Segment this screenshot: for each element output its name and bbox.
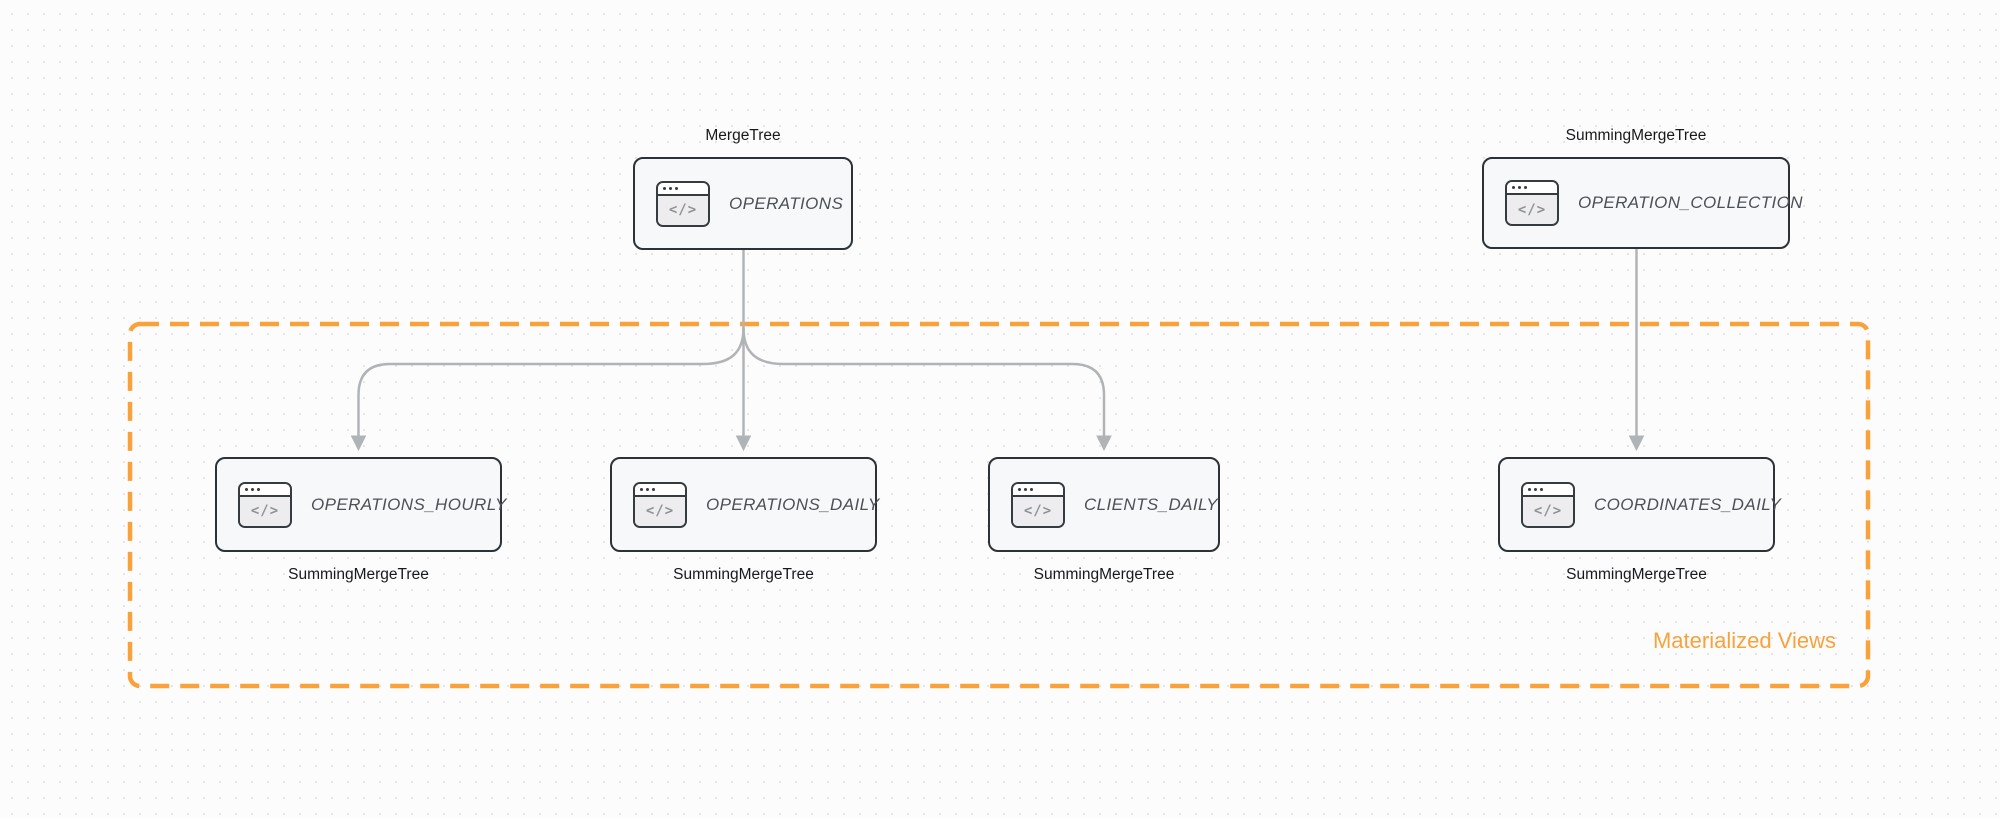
node-group-coordinates-daily: </> COORDINATES_DAILY SummingMergeTree — [1498, 457, 1781, 583]
window-dots-icon — [1013, 483, 1063, 497]
table-node-operations-hourly[interactable]: </> OPERATIONS_HOURLY — [215, 457, 506, 552]
edge-operations-to-operations-hourly — [357, 326, 745, 440]
arrowhead-coordinates-daily — [1628, 435, 1645, 452]
arrowhead-operations-daily — [735, 435, 752, 452]
code-glyph: </> — [1507, 195, 1557, 224]
code-glyph: </> — [240, 496, 290, 526]
window-dots-icon — [1523, 483, 1573, 497]
window-dots-icon — [1507, 182, 1557, 195]
table-name: COORDINATES_DAILY — [1594, 494, 1782, 514]
arrowhead-clients-daily — [1096, 435, 1112, 452]
node-group-operations-hourly: </> OPERATIONS_HOURLY SummingMergeTree — [215, 457, 506, 583]
code-glyph: </> — [635, 496, 685, 526]
engine-label: MergeTree — [705, 127, 781, 144]
engine-label: SummingMergeTree — [1033, 566, 1175, 583]
materialized-views-group-border — [127, 321, 1871, 689]
node-group-clients-daily: </> CLIENTS_DAILY SummingMergeTree — [988, 457, 1220, 583]
window-dots-icon — [635, 483, 685, 497]
window-dots-icon — [240, 483, 290, 497]
code-glyph: </> — [658, 195, 708, 225]
engine-label: SummingMergeTree — [1565, 127, 1707, 144]
node-group-operations-daily: </> OPERATIONS_DAILY SummingMergeTree — [610, 457, 880, 583]
table-node-operation-collection[interactable]: </> OPERATION_COLLECTION — [1482, 157, 1803, 249]
code-window-icon: </> — [238, 481, 292, 528]
table-name: OPERATION_COLLECTION — [1578, 193, 1803, 212]
code-window-icon: </> — [1011, 481, 1065, 528]
node-group-operations: MergeTree </> OPERATIONS — [633, 127, 853, 250]
table-node-operations-daily[interactable]: </> OPERATIONS_DAILY — [610, 457, 880, 552]
code-window-icon: </> — [656, 180, 710, 227]
table-name: OPERATIONS_HOURLY — [311, 494, 507, 514]
code-glyph: </> — [1013, 496, 1063, 526]
edge-operations-to-clients-daily — [742, 326, 1106, 440]
table-node-clients-daily[interactable]: </> CLIENTS_DAILY — [988, 457, 1220, 552]
table-name: OPERATIONS_DAILY — [706, 494, 880, 514]
engine-label: SummingMergeTree — [288, 566, 429, 583]
window-dots-icon — [658, 182, 708, 196]
code-glyph: </> — [1523, 496, 1573, 526]
table-name: CLIENTS_DAILY — [1084, 494, 1219, 514]
engine-label: SummingMergeTree — [673, 566, 814, 583]
table-node-operations[interactable]: </> OPERATIONS — [633, 157, 853, 250]
materialized-views-label: Materialized Views — [1652, 628, 1836, 653]
code-window-icon: </> — [1521, 481, 1575, 528]
table-name: OPERATIONS — [729, 193, 844, 213]
arrowhead-operations-hourly — [350, 435, 367, 452]
table-node-coordinates-daily[interactable]: </> COORDINATES_DAILY — [1498, 457, 1781, 552]
engine-label: SummingMergeTree — [1566, 566, 1707, 583]
code-window-icon: </> — [633, 481, 687, 528]
code-window-icon: </> — [1505, 180, 1559, 226]
node-group-operation-collection: SummingMergeTree </> OPERATION_COLLECTIO… — [1482, 127, 1803, 249]
